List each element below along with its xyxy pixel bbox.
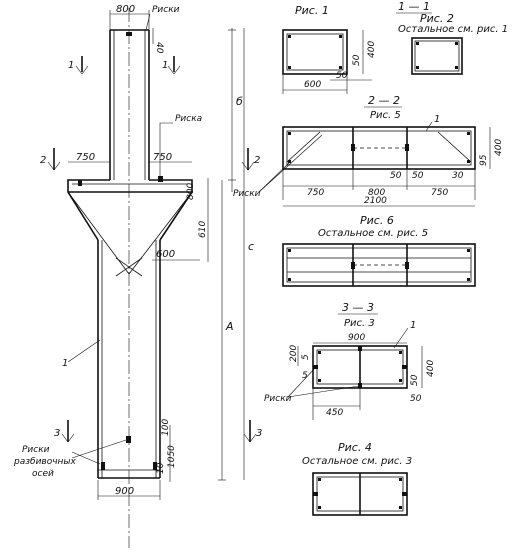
- sec33-dim-50a: 50: [410, 374, 420, 386]
- fig6-title: Рис. 6: [360, 214, 394, 227]
- column-callouts: Риски Риска Риски Риски разбивочных осей…: [13, 5, 261, 479]
- sec33-position-1: 1: [410, 320, 416, 331]
- figure-4: Рис. 4 Остальное см. рис. 3: [302, 441, 412, 516]
- sec22-dim-50a: 50: [390, 171, 402, 181]
- dim-10: 10: [156, 462, 166, 474]
- sec22-position-1: 1: [434, 114, 440, 125]
- sec22-dim-800: 800: [368, 188, 385, 198]
- sec33-dim-5b: 5: [302, 371, 308, 381]
- section-1-left: 1: [68, 60, 74, 71]
- sec22-dim-50b: 50: [412, 171, 424, 181]
- label-riska: Риска: [175, 114, 202, 124]
- label-riski-bottom-2: разбивочных: [13, 457, 77, 467]
- fig2-section-label: 1 — 1: [398, 0, 430, 13]
- dim-600: 600: [156, 249, 175, 260]
- dim-900: 900: [115, 486, 134, 497]
- dim-800-side: 800: [186, 183, 196, 200]
- fig1-dim-50b: 50: [352, 54, 362, 66]
- sec33-label-riski: Риски: [264, 394, 292, 404]
- fig1-dim-600: 600: [304, 80, 321, 90]
- sec22-dim-750b: 750: [431, 188, 448, 198]
- sec33-dim-450: 450: [326, 408, 343, 418]
- column-elevation: [67, 8, 193, 548]
- fig2-note: Остальное см. рис. 1: [398, 24, 508, 35]
- fig4-note: Остальное см. рис. 3: [302, 456, 412, 467]
- dim-800-top: 800: [116, 4, 135, 15]
- column-dimensions: 800 40 б А с 750 750 800 610 600 100 105…: [68, 4, 254, 500]
- label-riski-mid: Риски: [233, 189, 261, 199]
- dim-100: 100: [161, 419, 171, 436]
- section-markers: 1 1 2 2 3 3: [40, 56, 262, 443]
- label-position-1: 1: [62, 358, 68, 369]
- dim-610: 610: [198, 221, 208, 238]
- sec22-ref: Рис. 5: [370, 110, 401, 121]
- fig1-title: Рис. 1: [295, 4, 329, 17]
- sec22-dim-2100: 2100: [364, 196, 387, 206]
- section-2-2: 2 — 2 Рис. 5 1 750 800 750 50 50 30 2100…: [258, 94, 504, 207]
- sec33-dim-400: 400: [426, 360, 436, 377]
- sec22-section-label: 2 — 2: [368, 94, 400, 107]
- label-riski-bottom-3: осей: [32, 469, 54, 479]
- sec22-dim-95: 95: [479, 154, 489, 166]
- sec33-section-label: 3 — 3: [342, 301, 374, 314]
- dim-a: А: [225, 320, 234, 333]
- dim-c: с: [248, 240, 254, 253]
- figure-6: Рис. 6 Остальное см. рис. 5: [282, 214, 476, 287]
- sec22-dim-400: 400: [494, 139, 504, 156]
- sec33-dim-900: 900: [348, 333, 365, 343]
- dim-750-left: 750: [76, 152, 95, 163]
- fig1-dim-50a: 50: [336, 71, 348, 81]
- figure-2: 1 — 1 Рис. 2 Остальное см. рис. 1: [396, 0, 508, 75]
- sec22-dim-750a: 750: [307, 188, 324, 198]
- sec33-dim-5a: 5: [301, 354, 311, 360]
- section-1-right: 1: [162, 60, 168, 71]
- dim-40: 40: [154, 42, 164, 54]
- dim-750-right: 750: [153, 152, 172, 163]
- fig1-dim-400: 400: [367, 41, 377, 58]
- dim-b: б: [236, 95, 243, 108]
- section-3-3: 3 — 3 Рис. 3 1 900 200 5 5 450 400 50 50…: [264, 301, 436, 420]
- fig2-title: Рис. 2: [420, 12, 454, 25]
- fig4-title: Рис. 4: [338, 441, 372, 454]
- section-2-right: 2: [254, 155, 260, 166]
- fig6-note: Остальное см. рис. 5: [318, 228, 428, 239]
- label-riski-bottom: Риски: [22, 445, 50, 455]
- sec33-dim-200: 200: [289, 345, 299, 362]
- figure-1: Рис. 1 600 50 400 50: [282, 4, 377, 94]
- dim-1050: 1050: [167, 445, 177, 468]
- section-3-right: 3: [256, 428, 262, 439]
- sec33-ref: Рис. 3: [344, 318, 375, 329]
- sec22-dim-30: 30: [452, 171, 464, 181]
- section-3-left: 3: [54, 428, 60, 439]
- section-2-left: 2: [40, 155, 46, 166]
- label-riski-top: Риски: [152, 5, 180, 15]
- sec33-dim-50b: 50: [410, 394, 422, 404]
